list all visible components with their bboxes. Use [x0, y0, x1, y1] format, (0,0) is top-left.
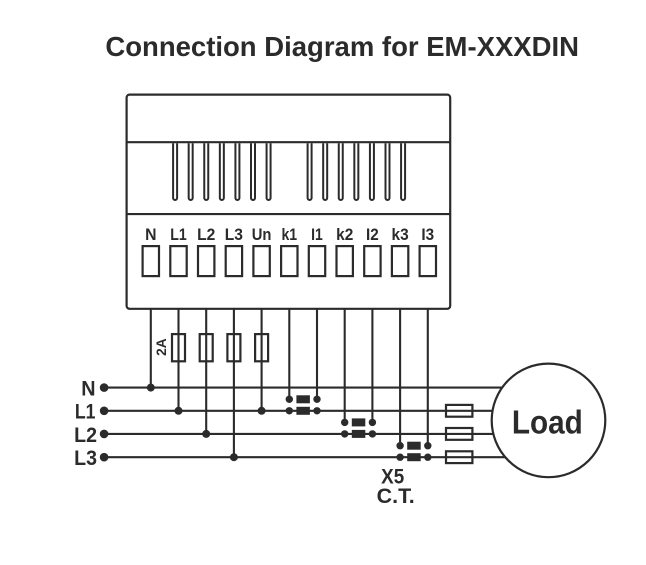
- svg-text:Load: Load: [512, 404, 583, 441]
- svg-text:I2: I2: [366, 226, 379, 244]
- svg-text:Un: Un: [252, 226, 272, 244]
- svg-text:N: N: [81, 378, 95, 401]
- svg-text:I1: I1: [311, 226, 323, 244]
- svg-text:I3: I3: [421, 226, 434, 244]
- svg-text:k2: k2: [336, 225, 353, 244]
- svg-text:L3: L3: [225, 225, 243, 244]
- svg-text:k3: k3: [392, 225, 409, 244]
- svg-text:L1: L1: [170, 226, 187, 244]
- svg-text:L2: L2: [197, 225, 215, 244]
- svg-text:k1: k1: [281, 226, 297, 244]
- svg-text:C.T.: C.T.: [377, 484, 415, 508]
- svg-text:2A: 2A: [154, 338, 169, 356]
- svg-text:L1: L1: [75, 401, 96, 424]
- svg-text:Connection Diagram for EM-XXXD: Connection Diagram for EM-XXXDIN: [105, 31, 579, 62]
- svg-text:X5: X5: [381, 466, 404, 489]
- svg-text:L3: L3: [74, 448, 97, 471]
- svg-text:N: N: [145, 225, 156, 243]
- svg-text:L2: L2: [74, 424, 97, 447]
